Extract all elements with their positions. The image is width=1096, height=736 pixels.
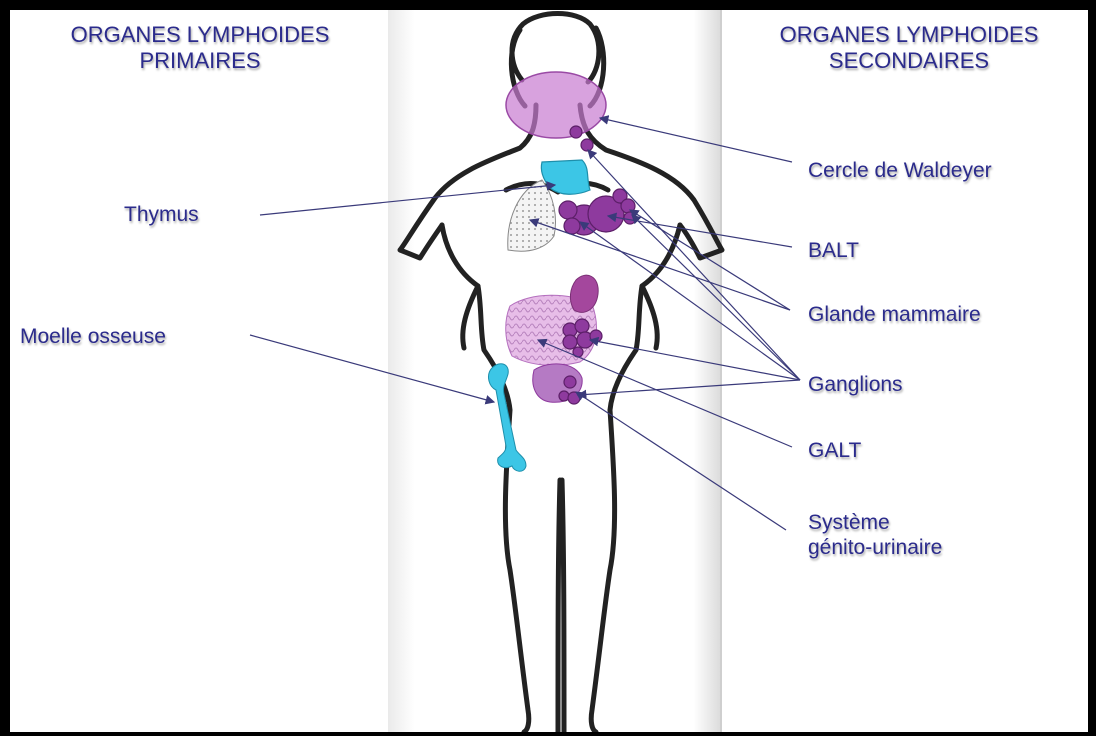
balt-label: BALT <box>808 238 859 263</box>
waldeyer-ring-shape <box>506 72 606 138</box>
genito-line-2: génito-urinaire <box>808 535 942 560</box>
ganglions-label: Ganglions <box>808 372 903 397</box>
moelle-osseuse-label: Moelle osseuse <box>20 324 166 349</box>
glande-mammaire-label: Glande mammaire <box>808 302 981 327</box>
diagram-frame: ORGANES LYMPHOIDES PRIMAIRES ORGANES LYM… <box>10 10 1088 732</box>
lung-shape <box>508 180 556 251</box>
galt-label: GALT <box>808 438 861 463</box>
thymus-label: Thymus <box>124 202 199 227</box>
body-diagram <box>10 10 1088 732</box>
waldeyer-label: Cercle de Waldeyer <box>808 158 992 183</box>
femur-shape <box>489 364 526 472</box>
genito-line-1: Système <box>808 510 942 535</box>
systeme-genito-urinaire-label: Système génito-urinaire <box>808 510 942 560</box>
spleen-shape <box>570 275 598 312</box>
